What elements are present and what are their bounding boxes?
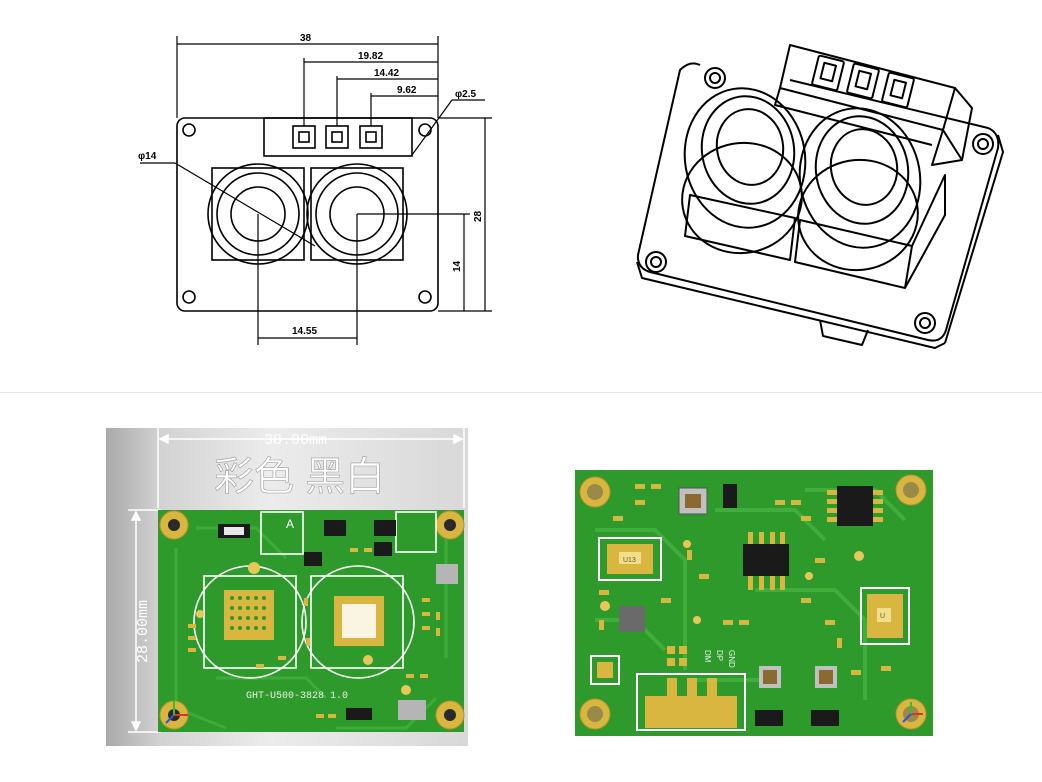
dim-total-width: 38 bbox=[300, 33, 312, 44]
pcb-title-label: 彩色 黑白 bbox=[214, 455, 385, 499]
dim-lens-dia: φ14 bbox=[138, 151, 157, 162]
connector-footprint bbox=[636, 673, 746, 731]
iso-hole-3 bbox=[972, 133, 994, 155]
connector-housing bbox=[263, 117, 413, 157]
iso-hole-2 bbox=[645, 251, 667, 273]
iso-board bbox=[636, 62, 1000, 342]
pcb-back: U13 U bbox=[575, 470, 933, 736]
dim-19-82: 19.82 bbox=[358, 51, 383, 62]
pin-label-gnd: GND bbox=[727, 650, 736, 668]
pcb-silk-a: A bbox=[286, 517, 294, 531]
isometric-drawing bbox=[636, 44, 1004, 349]
connector-pin-2 bbox=[325, 125, 349, 149]
mount-hole-tl bbox=[182, 123, 196, 137]
pcb-width-label: 38.00mm bbox=[264, 432, 327, 449]
iso-lens-right bbox=[798, 107, 922, 249]
dim-center-height: 14 bbox=[452, 260, 463, 272]
pcb-silk-model: GHT-U500-3828 1.0 bbox=[246, 691, 348, 702]
dimension-drawing: 38 19.82 14.42 9.62 φ2.5 φ14 28 14 14.55 bbox=[138, 33, 492, 345]
ic-soic-top bbox=[837, 486, 873, 526]
dim-hole-dia: φ2.5 bbox=[455, 89, 476, 100]
pcb-back-panel: U13 U bbox=[575, 470, 933, 736]
connector-pin-1 bbox=[292, 125, 316, 149]
isometric-drawing-panel bbox=[625, 35, 1015, 355]
dim-9-62: 9.62 bbox=[397, 85, 417, 96]
dim-lens-pitch: 14.55 bbox=[292, 326, 317, 337]
dim-height: 28 bbox=[473, 210, 484, 222]
dimension-drawing-panel: 38 19.82 14.42 9.62 φ2.5 φ14 28 14 14.55 bbox=[120, 20, 510, 360]
mount-hole-br bbox=[418, 290, 432, 304]
mount-hole-bl bbox=[182, 290, 196, 304]
pin-label-dp: DP bbox=[715, 650, 724, 661]
iso-base-right bbox=[794, 219, 913, 289]
dim-14-42: 14.42 bbox=[374, 68, 399, 79]
chip-u13-label: U13 bbox=[623, 557, 636, 564]
pcb-front-panel: 38.00mm 28.00mm 彩色 黑白 bbox=[106, 428, 468, 746]
iso-hole-4 bbox=[914, 312, 936, 334]
connector-pin-3 bbox=[359, 125, 383, 149]
pin-label-dm: DM bbox=[703, 650, 712, 663]
mount-hole-tr bbox=[418, 123, 432, 137]
section-divider bbox=[0, 392, 1042, 393]
pcb-height-label: 28.00mm bbox=[135, 600, 152, 663]
ic-center bbox=[743, 544, 789, 576]
pcb-front: 38.00mm 28.00mm 彩色 黑白 bbox=[128, 428, 465, 733]
chip-right-label: U bbox=[880, 613, 885, 620]
iso-hole-1 bbox=[704, 67, 726, 89]
